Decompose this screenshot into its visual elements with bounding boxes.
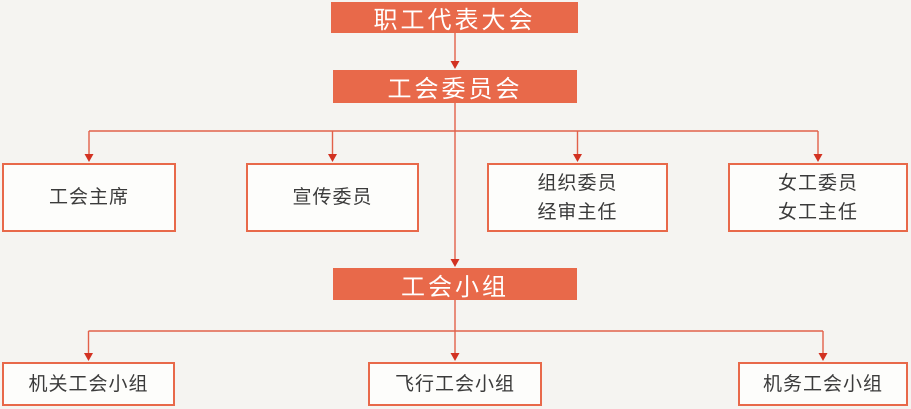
node-staff-congress: 职工代表大会: [331, 2, 578, 34]
node-union-group-label: 工会小组: [401, 273, 509, 301]
node-organization-commissioner-label: 组织委员: [537, 172, 618, 194]
node-office-union-group: 机关工会小组: [2, 362, 175, 406]
node-publicity-commissioner: 宣传委员: [246, 163, 419, 232]
connector-arrowhead-group: [84, 61, 828, 361]
node-organization-audit: 组织委员 经审主任: [487, 163, 668, 232]
node-flight-union-group: 飞行工会小组: [368, 362, 542, 406]
node-maintenance-union-group: 机务工会小组: [738, 362, 908, 406]
node-union-committee-label: 工会委员会: [387, 76, 523, 103]
node-office-union-group-label: 机关工会小组: [28, 373, 149, 395]
node-publicity-commissioner-label: 宣传委员: [292, 187, 373, 208]
node-flight-union-group-label: 飞行工会小组: [394, 373, 515, 395]
node-audit-director-label: 经审主任: [537, 201, 618, 223]
node-union-committee: 工会委员会: [333, 70, 577, 103]
node-staff-congress-label: 职工代表大会: [373, 7, 536, 34]
node-union-chairman: 工会主席: [2, 163, 176, 232]
node-union-group: 工会小组: [333, 268, 577, 301]
node-women-commissioner-label: 女工委员: [777, 172, 858, 194]
node-union-chairman-label: 工会主席: [48, 187, 129, 208]
node-women-director-label: 女工主任: [777, 201, 858, 223]
node-maintenance-union-group-label: 机务工会小组: [762, 373, 883, 395]
node-women-workers: 女工委员 女工主任: [728, 163, 908, 232]
